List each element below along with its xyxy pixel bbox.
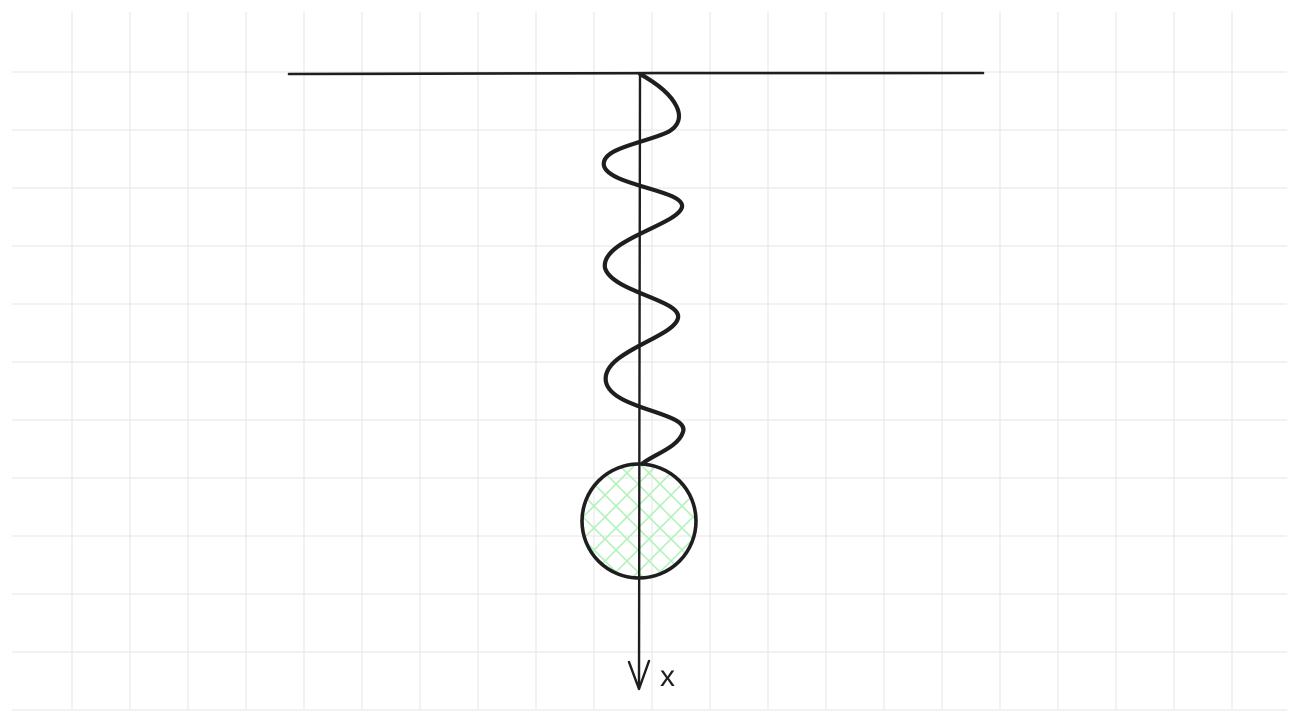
x-axis-label: x <box>660 660 675 693</box>
ceiling-line <box>287 71 985 76</box>
x-axis-arrow <box>627 72 651 691</box>
background-grid <box>12 12 1287 711</box>
spring <box>601 71 686 467</box>
